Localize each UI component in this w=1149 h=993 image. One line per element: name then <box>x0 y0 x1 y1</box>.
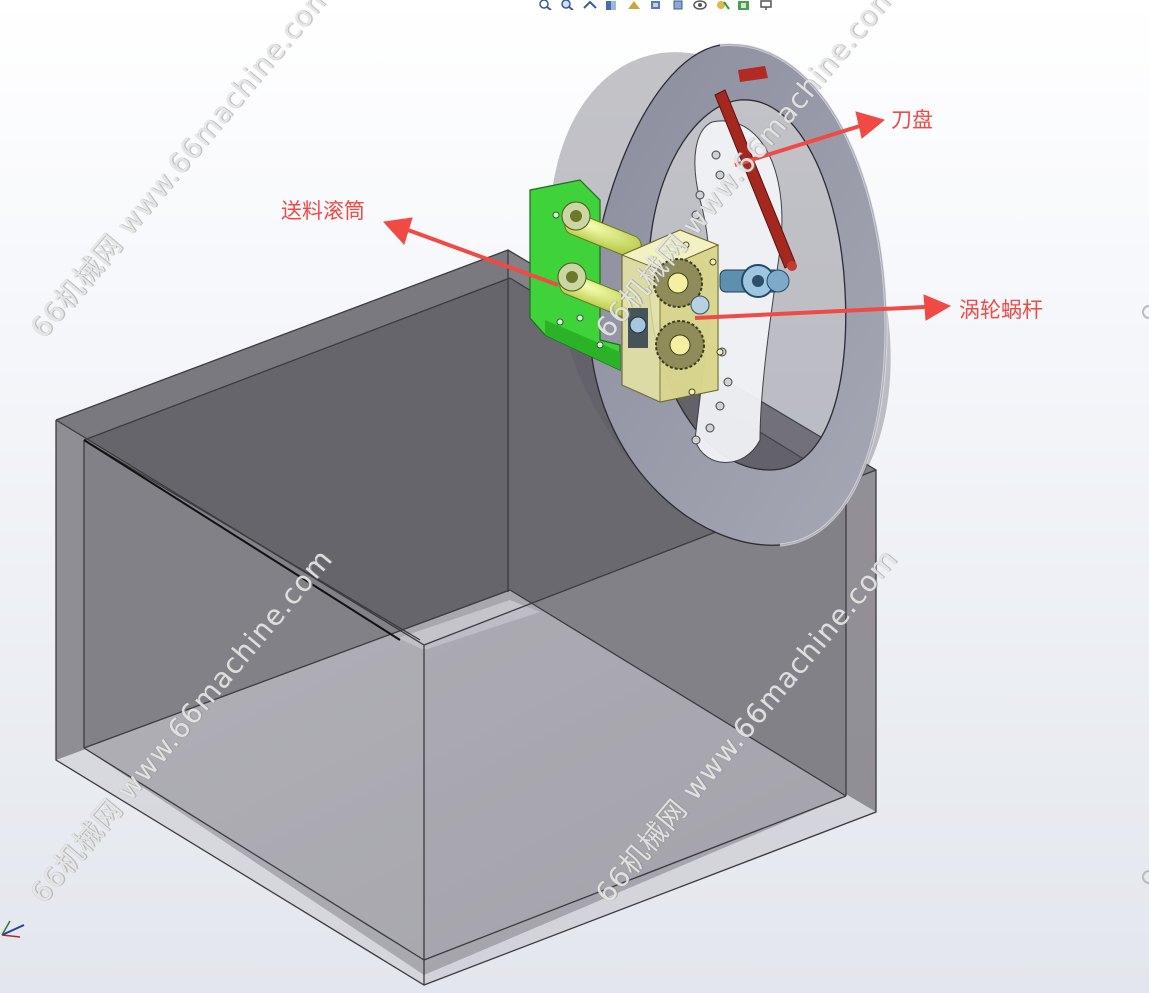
apply-scene-icon[interactable] <box>736 0 752 10</box>
label-cutter-disc: 刀盘 <box>891 108 933 132</box>
display-style-icon[interactable] <box>670 0 686 10</box>
section-view-icon[interactable] <box>604 0 620 10</box>
partial-watermark <box>1142 305 1149 319</box>
edit-appearance-icon[interactable] <box>714 0 730 10</box>
label-worm-gear: 涡轮蜗杆 <box>959 298 1043 322</box>
zoom-area-icon[interactable] <box>560 0 576 10</box>
view-orientation-icon[interactable] <box>648 0 664 10</box>
annotation-arrows <box>382 111 952 321</box>
partial-watermark <box>1142 870 1149 884</box>
view-settings-icon[interactable] <box>758 0 774 10</box>
dynamic-annotation-icon[interactable] <box>626 0 642 10</box>
heads-up-view-toolbar <box>538 0 774 12</box>
previous-view-icon[interactable] <box>582 0 598 10</box>
label-feed-roller: 送料滚筒 <box>281 199 365 223</box>
reference-triad-icon <box>1 920 25 938</box>
zoom-to-fit-icon[interactable] <box>538 0 554 10</box>
feed-roller-assembly[interactable] <box>529 179 724 403</box>
hide-show-items-icon[interactable] <box>692 0 708 10</box>
